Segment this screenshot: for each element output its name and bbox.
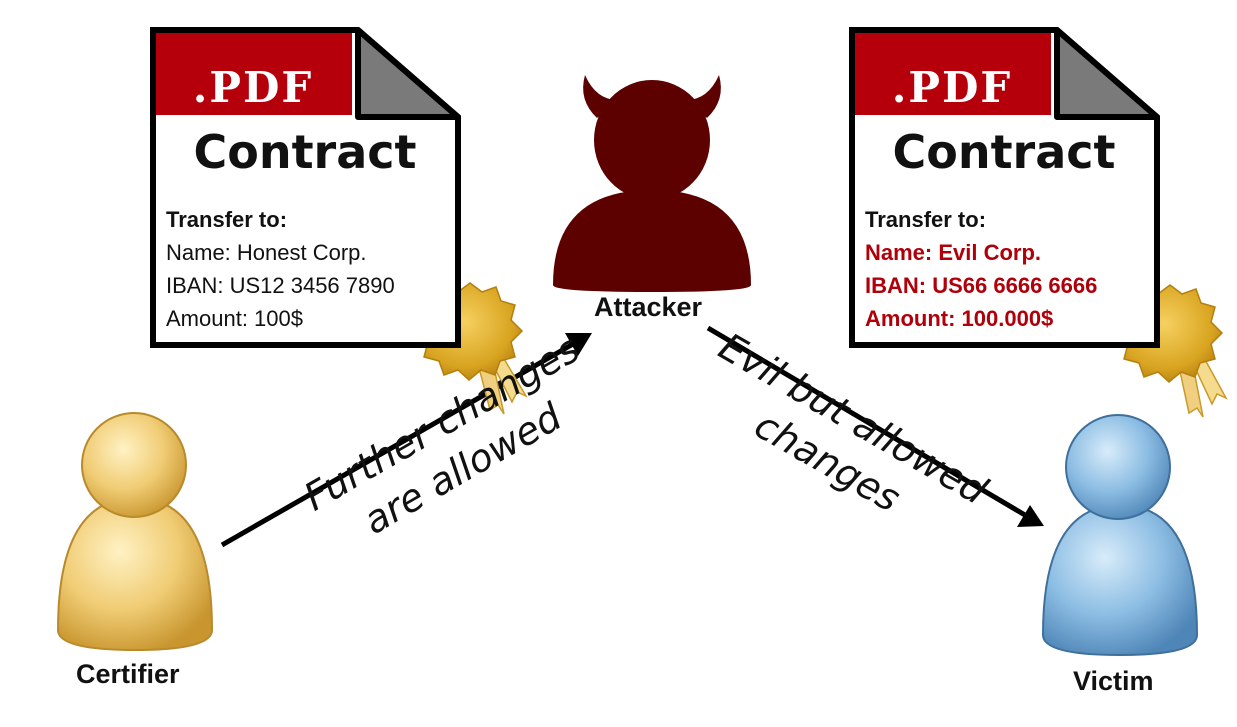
pdf-badge-background xyxy=(156,33,352,115)
document-body: Transfer to: Name: Honest Corp. IBAN: US… xyxy=(166,203,395,335)
document-body: Transfer to: Name: Evil Corp. IBAN: US66… xyxy=(865,203,1097,335)
victim-person-icon xyxy=(1041,414,1199,657)
attacker-label: Attacker xyxy=(594,292,703,322)
document-frame xyxy=(849,27,1160,348)
document-title: Contract xyxy=(193,125,417,179)
transfer-label: Transfer to: xyxy=(865,207,987,232)
seal-icon-right xyxy=(1116,284,1228,418)
pdf-badge-background xyxy=(855,33,1051,115)
transfer-label: Transfer to: xyxy=(166,207,288,232)
pdf-badge-label: .PDF xyxy=(192,63,314,112)
pdf-document-original: .PDF Contract Transfer to: Name: Honest … xyxy=(150,27,461,348)
recipient-iban: IBAN: US66 6666 6666 xyxy=(865,273,1098,298)
arrow-attacker-to-victim xyxy=(706,325,1044,527)
document-title: Contract xyxy=(892,125,1116,179)
attacker-devil-icon xyxy=(553,75,751,292)
document-frame xyxy=(150,27,461,348)
certifier-label: Certifier xyxy=(76,659,180,689)
pdf-document-manipulated: .PDF Contract Transfer to: Name: Evil Co… xyxy=(849,27,1160,348)
transfer-amount: Amount: 100.000$ xyxy=(865,306,1054,331)
pdf-badge-label: .PDF xyxy=(891,63,1013,112)
certifier-person-icon xyxy=(56,412,214,652)
recipient-name: Name: Honest Corp. xyxy=(166,240,367,265)
arrow-certifier-to-attacker xyxy=(220,333,592,548)
recipient-name: Name: Evil Corp. xyxy=(865,240,1042,265)
transfer-amount: Amount: 100$ xyxy=(166,306,303,331)
recipient-iban: IBAN: US12 3456 7890 xyxy=(166,273,395,298)
victim-label: Victim xyxy=(1073,666,1154,696)
